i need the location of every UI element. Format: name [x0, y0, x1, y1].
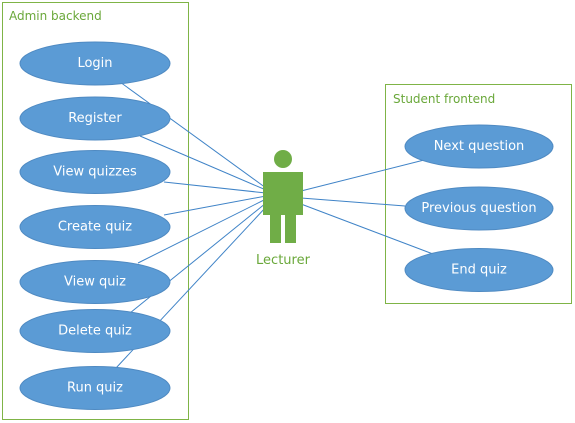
association-create-quiz: [163, 195, 267, 216]
usecase-end-quiz-label: End quiz: [451, 263, 507, 278]
usecase-view-quiz[interactable]: View quiz: [19, 260, 171, 304]
association-next-question: [300, 157, 433, 192]
actor-left-leg: [270, 214, 281, 243]
usecase-create-quiz-ellipse: [19, 205, 171, 249]
usecase-login[interactable]: Login: [19, 41, 171, 86]
usecase-create-quiz-label: Create quiz: [58, 220, 132, 235]
usecase-previous-question-label: Previous question: [421, 201, 536, 216]
usecase-end-quiz-ellipse: [404, 248, 554, 292]
usecase-create-quiz[interactable]: Create quiz: [19, 205, 171, 249]
usecase-view-quiz-label: View quiz: [64, 275, 126, 290]
usecase-register-label: Register: [68, 111, 122, 126]
usecase-login-label: Login: [77, 56, 112, 71]
usecase-next-question-label: Next question: [434, 139, 525, 154]
usecase-login-ellipse: [19, 41, 171, 86]
association-end-quiz: [300, 203, 434, 255]
usecase-view-quizzes-ellipse: [19, 150, 171, 194]
actor-right-leg: [285, 214, 296, 243]
usecase-run-quiz-label: Run quiz: [67, 381, 123, 396]
usecase-next-question-ellipse: [404, 124, 554, 169]
student-usecases: Next question Previous question End quiz: [404, 124, 554, 292]
usecase-register[interactable]: Register: [19, 96, 171, 141]
usecase-end-quiz[interactable]: End quiz: [404, 248, 554, 292]
usecase-previous-question-ellipse: [404, 186, 554, 231]
person-icon: [263, 150, 303, 243]
usecase-run-quiz[interactable]: Run quiz: [19, 366, 171, 410]
usecase-delete-quiz[interactable]: Delete quiz: [19, 309, 171, 353]
usecase-previous-question[interactable]: Previous question: [404, 186, 554, 231]
usecase-run-quiz-ellipse: [19, 366, 171, 410]
association-previous-question: [300, 197, 406, 207]
usecase-delete-quiz-ellipse: [19, 309, 171, 353]
actor-lecturer[interactable]: Lecturer: [256, 150, 311, 268]
admin-usecases: Login Register View quizzes Create quiz …: [19, 41, 171, 410]
association-register: [139, 135, 267, 191]
association-view-quizzes: [163, 181, 267, 194]
usecase-delete-quiz-label: Delete quiz: [58, 324, 132, 339]
actor-torso: [263, 172, 303, 215]
usecase-view-quiz-ellipse: [19, 260, 171, 304]
association-login: [119, 81, 267, 189]
actor-label: Lecturer: [256, 253, 311, 268]
usecase-register-ellipse: [19, 96, 171, 141]
usecase-next-question[interactable]: Next question: [404, 124, 554, 169]
usecase-view-quizzes-label: View quizzes: [53, 165, 137, 180]
usecase-view-quizzes[interactable]: View quizzes: [19, 150, 171, 194]
actor-head: [274, 150, 292, 168]
association-view-quiz: [137, 198, 267, 264]
admin-backend-label: Admin backend: [9, 9, 102, 23]
student-frontend-label: Student frontend: [393, 92, 495, 106]
